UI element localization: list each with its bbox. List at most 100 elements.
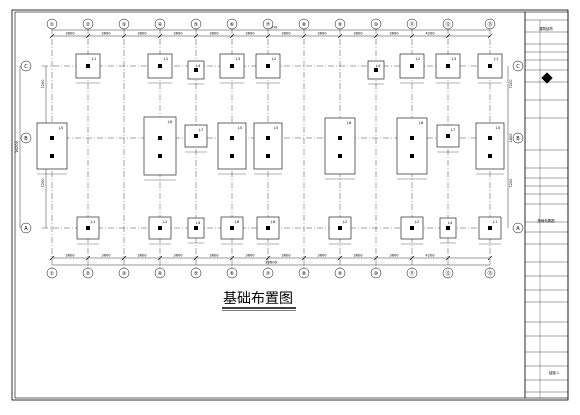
footing-label: J-6 <box>346 121 352 125</box>
axis-bubble <box>190 267 202 279</box>
footing: J-2 <box>147 53 173 84</box>
column-square <box>488 64 492 68</box>
footing-label: J-4 <box>195 221 201 225</box>
axis-bubble-label: ④ <box>158 271 163 277</box>
side-dimension-text-right: 7200 <box>509 79 513 89</box>
footing-label: J-6 <box>167 120 173 124</box>
axis-bubble-label: ⑫ <box>445 270 450 277</box>
dimension-text: 3600 <box>317 254 327 258</box>
dimension-text: 3600 <box>65 32 75 36</box>
column-square <box>446 64 450 68</box>
axis-bubble-side <box>512 222 524 234</box>
footing-outline <box>396 117 428 175</box>
axis-bubble <box>406 18 418 30</box>
axis-bubble-label: ⑧ <box>302 22 307 28</box>
column-square <box>488 226 492 230</box>
axis-bubble-side <box>20 132 32 144</box>
axis-bubble <box>442 267 454 279</box>
dimension-tick <box>157 255 163 261</box>
footing-label: J-8 <box>270 220 276 224</box>
dimension-tick <box>265 255 271 261</box>
footing: J-1 <box>75 53 101 84</box>
column-square <box>230 226 234 230</box>
axis-bubble-label: ② <box>86 22 91 28</box>
axis-bubble-label: ⑬ <box>487 21 492 28</box>
axis-bubble <box>298 267 310 279</box>
axis-bubble <box>370 267 382 279</box>
axis-bubble-label: ⑩ <box>374 271 379 277</box>
column-square <box>338 226 342 230</box>
column-square <box>266 64 270 68</box>
axis-bubble <box>154 267 166 279</box>
axis-bubble-label: ⑤ <box>194 271 198 277</box>
dimension-text: 3600 <box>353 32 363 36</box>
footing-label: J-1 <box>91 57 97 61</box>
dimension-tick <box>85 33 91 39</box>
axis-bubble-side <box>20 60 32 72</box>
column-square <box>158 136 162 140</box>
dimension-tick <box>487 33 493 39</box>
column-square <box>374 68 378 72</box>
axis-bubble-label: ③ <box>122 271 126 277</box>
axis-bubble-label: ⑪ <box>409 21 414 28</box>
axis-bubble-side-label: B <box>516 136 520 142</box>
dimension-tick <box>157 33 163 39</box>
footing-outline <box>324 117 356 175</box>
column-square <box>230 64 234 68</box>
axis-bubble <box>262 267 274 279</box>
axis-bubble <box>484 267 496 279</box>
footing-label: J-5 <box>495 126 501 130</box>
dimension-tick <box>193 255 199 261</box>
dimension-tick <box>85 255 91 261</box>
column-square <box>194 68 198 72</box>
dimension-text: 3600 <box>173 254 183 258</box>
dimension-text: 3600 <box>389 254 399 258</box>
axis-bubble-side <box>512 60 524 72</box>
dimension-text: 3600 <box>281 32 291 36</box>
footing-label: J-2 <box>162 220 168 224</box>
axis-bubble-label: ⑩ <box>374 22 379 28</box>
title-block-drawing-no: 结施-1 <box>549 370 559 375</box>
dimension-tick <box>337 33 343 39</box>
column-square <box>488 136 492 140</box>
footing: J-7 <box>184 124 208 153</box>
dimension-total-text: 39600 <box>265 260 278 265</box>
column-square <box>50 154 54 158</box>
footing-label: J-7 <box>450 128 456 132</box>
footing: J-1 <box>478 216 502 245</box>
footing: J-6 <box>143 116 177 181</box>
dimension-tick <box>301 33 307 39</box>
footing-label: J-3 <box>451 57 457 61</box>
dimension-text: 3600 <box>173 32 183 36</box>
column-square <box>230 136 234 140</box>
dimension-lines: 3600 3600 3600 3600 3600 3600 3600 3600 3600 3600… <box>14 25 513 266</box>
axis-bubble-side-label: A <box>24 226 28 232</box>
column-square <box>230 154 234 158</box>
axis-bubble-label: ⑦ <box>266 271 271 277</box>
dimension-tick <box>265 33 271 39</box>
column-square <box>86 64 90 68</box>
footing-label: J-1 <box>493 57 499 61</box>
footing: J-2 <box>148 216 172 245</box>
dimension-tick <box>301 255 307 261</box>
dimension-text: 3600 <box>101 254 111 258</box>
column-square <box>158 154 162 158</box>
column-square <box>488 154 492 158</box>
column-square <box>338 154 342 158</box>
axis-bubble <box>46 267 58 279</box>
axis-bubble-side <box>512 132 524 144</box>
dimension-text: 3600 <box>209 254 219 258</box>
axis-bubble-label: ⑨ <box>338 271 342 277</box>
axis-bubble-label: ⑨ <box>338 22 342 28</box>
dimension-text: 3600 <box>245 32 255 36</box>
footing-label: J-5 <box>273 126 279 130</box>
axis-bubble <box>442 18 454 30</box>
axis-bubble <box>190 18 202 30</box>
column-square <box>194 134 198 138</box>
footing-label: J-4 <box>195 64 201 68</box>
dimension-text: 3600 <box>317 32 327 36</box>
footing: J-1 <box>76 216 100 245</box>
